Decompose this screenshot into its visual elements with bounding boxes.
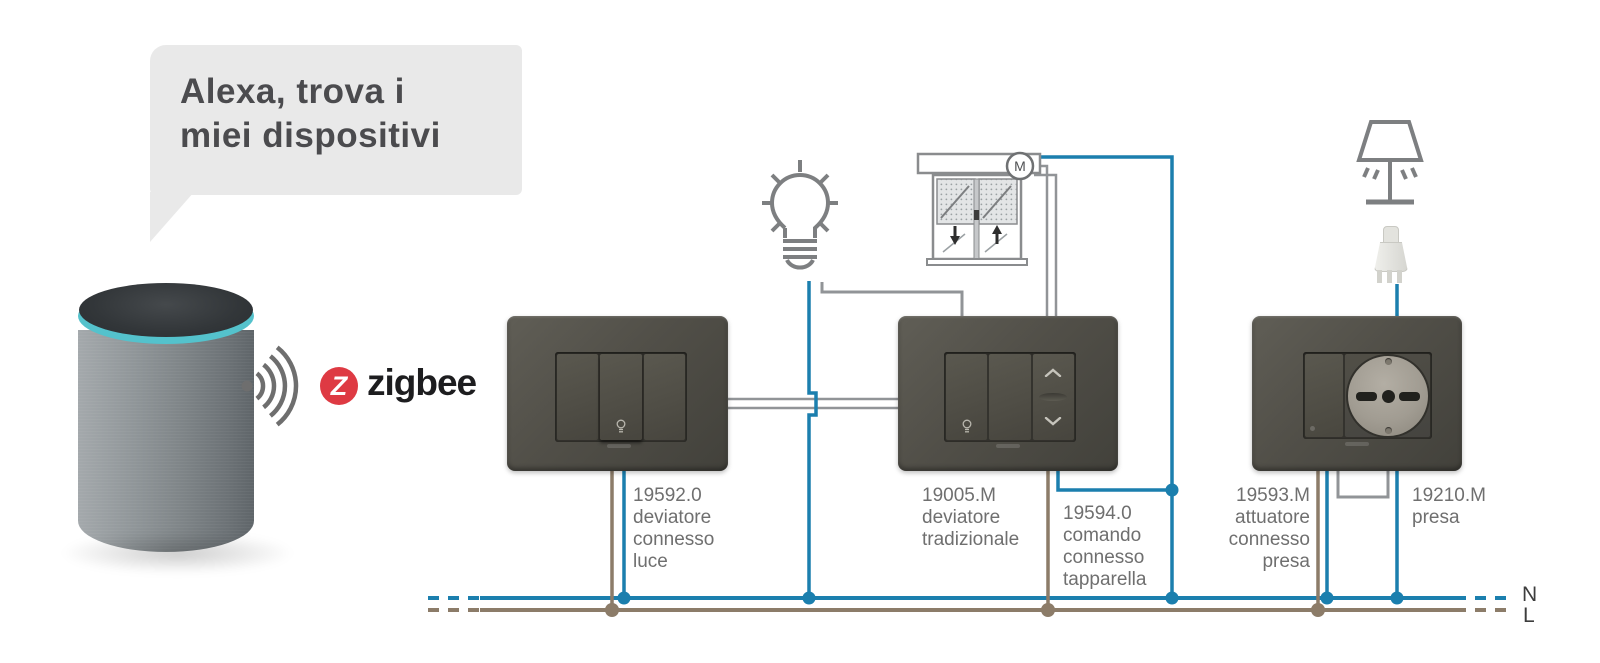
junction-dot — [802, 591, 816, 605]
socket-recess — [1303, 352, 1432, 439]
label-deviatore-connesso: 19592.0 deviatore connesso luce — [633, 485, 715, 572]
lamp-to-switch-wire — [820, 282, 964, 317]
junction-dot — [1390, 591, 1404, 605]
light-bulb-icon — [762, 160, 838, 270]
plate-actuator-socket — [1252, 316, 1462, 471]
socket-screw-top — [1384, 357, 1392, 365]
mini-bulb-icon — [616, 419, 626, 433]
actuator-indicator — [1310, 426, 1315, 431]
socket-face — [1345, 353, 1430, 438]
socket-module — [1345, 353, 1430, 438]
speaker-top — [79, 283, 253, 337]
motor-icon — [1005, 151, 1035, 181]
speech-bubble — [150, 45, 522, 195]
signal-waves-icon — [241, 345, 299, 427]
neutral-bus-label: N — [1522, 583, 1538, 606]
rocker-button — [989, 354, 1031, 440]
switch-recess — [555, 352, 687, 442]
motor-label: M — [1014, 158, 1026, 174]
label-presa: 19210.M presa — [1412, 485, 1486, 528]
label-attuatore-connesso-presa: 19593.M attuatore connesso presa — [1228, 485, 1310, 572]
alexa-command-text: Alexa, trova i miei dispositivi — [180, 72, 441, 155]
mini-bulb-icon — [962, 419, 972, 433]
junction-dot — [617, 591, 631, 605]
chevron-up-icon — [1045, 368, 1062, 377]
power-plug-icon — [1372, 226, 1408, 286]
plate-connected-switch — [507, 316, 728, 471]
vimar-logo — [996, 444, 1020, 448]
socket-center-hole — [1381, 389, 1395, 403]
actuator-module — [1305, 354, 1343, 437]
rocker-button — [557, 354, 599, 440]
speech-bubble-tail — [150, 192, 194, 242]
line-bus-label: L — [1523, 604, 1535, 627]
socket-slot-left — [1355, 391, 1377, 401]
rocker-button-light — [946, 354, 988, 440]
junction-dot — [605, 603, 619, 617]
window-shutter-icon: M — [916, 151, 1042, 266]
table-lamp-icon — [1356, 120, 1424, 205]
vimar-logo — [607, 444, 631, 448]
vimar-logo — [1345, 442, 1369, 446]
junction-dot — [1041, 603, 1055, 617]
rocker-divider — [1039, 393, 1068, 401]
zigbee-wordmark: zigbee — [367, 362, 477, 403]
label-comando-connesso-tapparella: 19594.0 comando connesso tapparella — [1063, 503, 1147, 590]
socket-slot-right — [1398, 391, 1420, 401]
switch-recess — [944, 352, 1076, 442]
plate-traditional-and-shutter — [898, 316, 1118, 471]
zigbee-logo-letter: Z — [330, 370, 348, 401]
label-deviatore-tradizionale: 19005.M deviatore tradizionale — [922, 485, 1020, 550]
chevron-down-icon — [1045, 417, 1062, 426]
rocker-button-light — [600, 354, 642, 440]
rocker-button — [643, 354, 685, 440]
junction-dot — [1320, 591, 1334, 605]
zigbee-logo-icon: Z — [320, 367, 358, 405]
junction-dot — [1311, 603, 1325, 617]
speaker-shadow — [60, 532, 295, 574]
junction-dot — [1165, 591, 1179, 605]
speaker-body — [78, 330, 254, 552]
bulb-neutral-drop — [807, 281, 818, 598]
rocker-shutter-control — [1032, 354, 1074, 440]
smart-speaker — [78, 272, 254, 572]
actuator-socket-loop — [1336, 470, 1390, 499]
socket-screw-bottom — [1384, 426, 1392, 434]
